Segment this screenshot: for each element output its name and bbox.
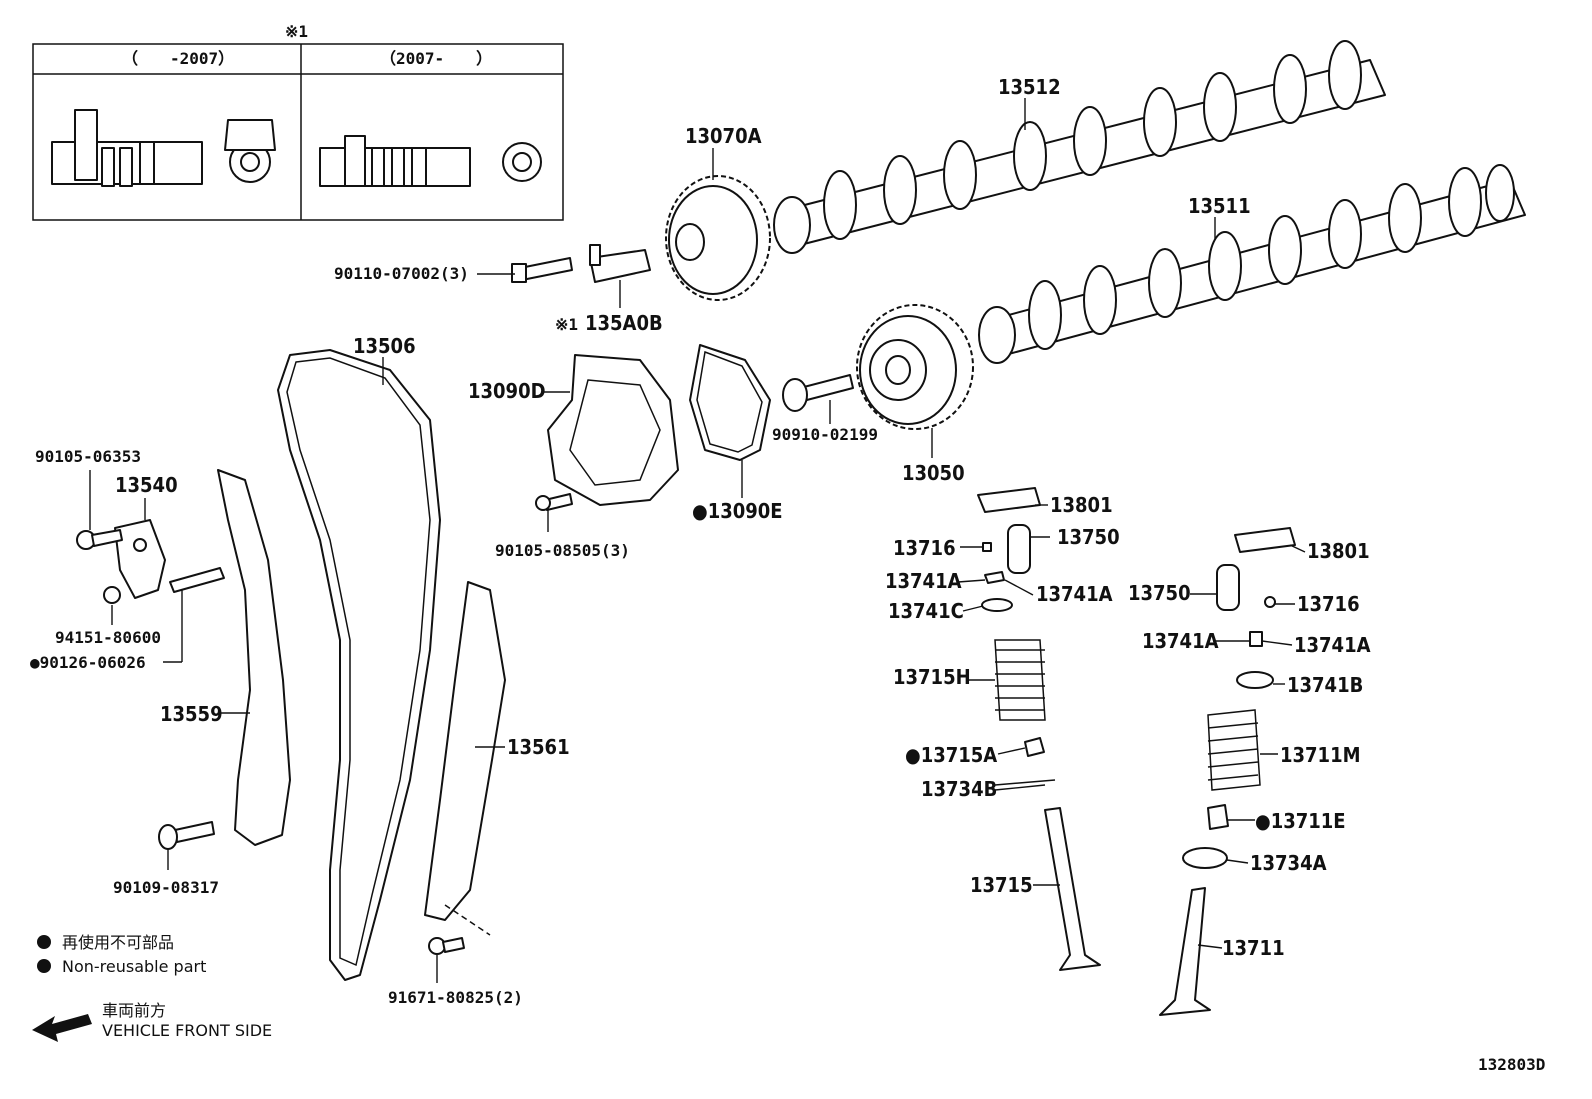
cover-13090D — [547, 354, 679, 506]
inset-right-header: （2007- ） — [380, 49, 492, 68]
chain-13506 — [277, 349, 441, 981]
callout-13741A-left2: 13741A — [1036, 582, 1113, 606]
callout-13734B: 13734B — [921, 777, 997, 801]
callout-13711E: ●13711E — [1255, 809, 1346, 833]
callout-13512: 13512 — [998, 75, 1061, 99]
valvetrain-right — [1159, 527, 1296, 1016]
callout-13734A: 13734A — [1250, 851, 1327, 875]
vvt-gear-13050 — [856, 304, 974, 430]
callout-13070A: 13070A — [685, 124, 762, 148]
callout-13750-left: 13750 — [1057, 525, 1120, 549]
bolt-90105-08505 — [535, 493, 573, 511]
front-arrow-icon — [32, 1014, 92, 1042]
callout-90105-06353: 90105-06353 — [35, 447, 141, 466]
callout-90105-08505: 90105-08505(3) — [495, 541, 630, 560]
callout-90109: 90109-08317 — [113, 878, 219, 897]
callout-13741A-right2: 13741A — [1294, 633, 1371, 657]
camshaft-13511 — [978, 164, 1526, 364]
callout-13716-right: 13716 — [1297, 592, 1360, 616]
slipper-13559 — [217, 469, 291, 846]
callout-13559: 13559 — [160, 702, 223, 726]
callout-13715H: 13715H — [893, 665, 971, 689]
tensioner-13540 — [114, 519, 166, 599]
bolt-91671 — [428, 937, 465, 955]
callout-90126: ●90126-06026 — [30, 653, 146, 672]
diagram-id: 132803D — [1478, 1055, 1545, 1074]
callout-13715: 13715 — [970, 873, 1033, 897]
bullet-icon — [37, 959, 51, 973]
callout-13741C: 13741C — [888, 599, 964, 623]
ocv-135A0B — [589, 244, 651, 283]
callout-91671: 91671-80825(2) — [388, 988, 523, 1007]
callout-13540: 13540 — [115, 473, 178, 497]
callout-13506: 13506 — [353, 334, 416, 358]
valvetrain-left — [977, 487, 1101, 971]
legend-jp-nonreusable: 再使用不可部品 — [62, 933, 174, 952]
nut-94151 — [103, 586, 121, 604]
legend-jp-front: 車両前方 — [102, 1001, 166, 1020]
callout-13090E: ●13090E — [692, 499, 783, 523]
callout-135A0B-mark: ※1 — [555, 315, 578, 334]
legend: 再使用不可部品 Non-reusable part 車両前方 VEHICLE F… — [32, 933, 272, 1042]
callout-13711: 13711 — [1222, 936, 1285, 960]
callout-94151: 94151-80600 — [55, 628, 161, 647]
leader-lines — [89, 98, 1306, 983]
callout-13090D: 13090D — [468, 379, 546, 403]
vvt-gear-13070A — [665, 175, 771, 301]
callout-labels: 13512 13511 13070A 90110-07002(3) ※1 135… — [30, 75, 1371, 1007]
callout-13801-left: 13801 — [1050, 493, 1113, 517]
inset-left-header: （ -2007） — [122, 49, 234, 68]
camshaft-13512 — [773, 40, 1386, 254]
callout-13715A: ●13715A — [905, 743, 997, 767]
callout-90110: 90110-07002(3) — [334, 264, 469, 283]
bolt-90110 — [511, 257, 573, 283]
callout-13716-left: 13716 — [893, 536, 956, 560]
bullet-icon — [37, 935, 51, 949]
legend-en-nonreusable: Non-reusable part — [62, 957, 206, 976]
inset-box: ※1 （ -2007） （2007- ） — [32, 22, 564, 221]
damper-13561 — [424, 581, 506, 936]
callout-13511: 13511 — [1188, 194, 1251, 218]
ocv-new-drawing — [319, 135, 542, 187]
callout-13711M: 13711M — [1280, 743, 1361, 767]
bolt-90109 — [158, 821, 215, 850]
bolt-90105-06353 — [76, 529, 123, 550]
bolt-90910 — [782, 374, 854, 412]
callout-135A0B: 135A0B — [585, 311, 663, 335]
callout-90910: 90910-02199 — [772, 425, 878, 444]
legend-en-front: VEHICLE FRONT SIDE — [102, 1021, 272, 1040]
callout-13741B: 13741B — [1287, 673, 1363, 697]
callout-13050: 13050 — [902, 461, 965, 485]
ocv-old-drawing — [51, 109, 276, 187]
gasket-13090E — [689, 344, 771, 461]
callout-13561: 13561 — [507, 735, 570, 759]
stud-90126 — [169, 567, 225, 593]
callout-13750-right: 13750 — [1128, 581, 1191, 605]
callout-13741A-left1: 13741A — [885, 569, 962, 593]
callout-13741A-right1: 13741A — [1142, 629, 1219, 653]
inset-title: ※1 — [285, 22, 308, 41]
callout-13801-right: 13801 — [1307, 539, 1370, 563]
